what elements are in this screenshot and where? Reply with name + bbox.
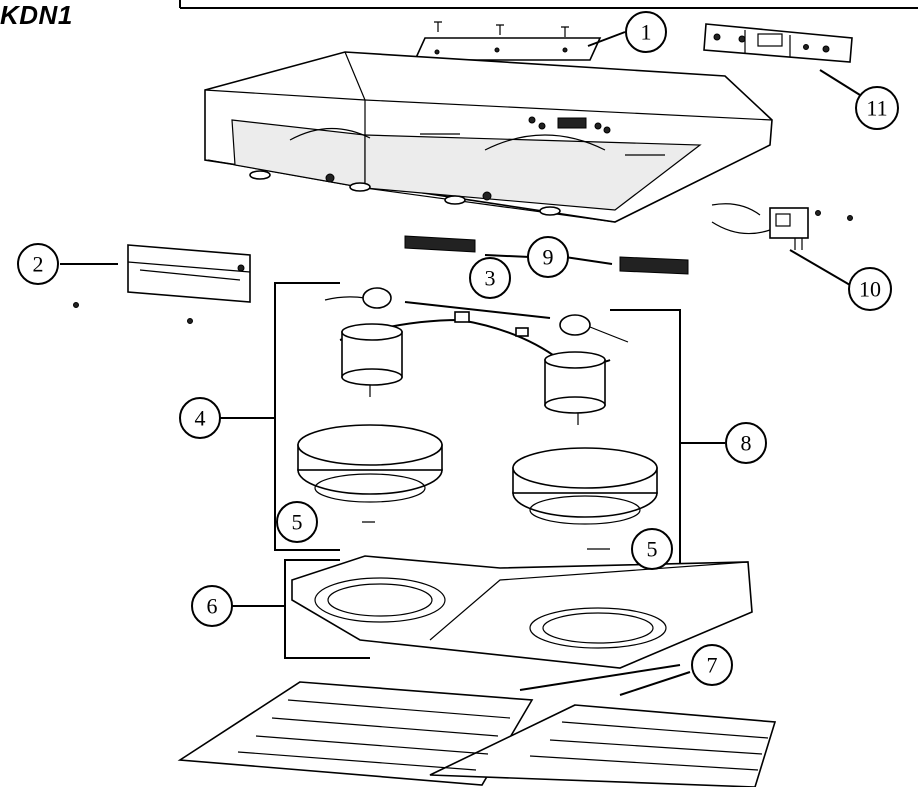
screws [434, 21, 569, 37]
svg-text:9: 9 [543, 245, 554, 270]
svg-text:2: 2 [33, 252, 44, 277]
svg-text:5: 5 [647, 537, 658, 562]
bracket-group-4 [274, 282, 340, 551]
part-blower-plate [291, 555, 753, 669]
callout-7: 7 [691, 644, 733, 686]
svg-text:6: 6 [207, 594, 218, 619]
svg-text:7: 7 [707, 653, 718, 678]
callout-4: 4 [179, 397, 221, 439]
callout-10: 10 [848, 267, 892, 311]
part-mounting-plate [413, 21, 602, 61]
model-code: KDN1 [0, 0, 73, 30]
svg-text:8: 8 [741, 431, 752, 456]
part-range-hood-body [204, 51, 773, 223]
part-control-panel [703, 23, 853, 63]
callout-5b: 5 [631, 528, 673, 570]
svg-text:5: 5 [292, 510, 303, 535]
part-junction-box [711, 203, 853, 250]
part-duct-box [73, 244, 251, 324]
leader-lines [60, 31, 861, 696]
callout-11: 11 [855, 86, 899, 130]
callout-1: 1 [625, 11, 667, 53]
callout-6: 6 [191, 585, 233, 627]
svg-text:1: 1 [641, 20, 652, 45]
bracket-group-6 [284, 559, 370, 659]
callout-5a: 5 [276, 501, 318, 543]
svg-text:3: 3 [485, 266, 496, 291]
callout-8: 8 [725, 422, 767, 464]
part-light-modules [404, 235, 689, 275]
svg-text:4: 4 [195, 406, 206, 431]
svg-text:10: 10 [859, 277, 881, 302]
part-grease-filters [177, 681, 777, 787]
part-blower-wheels [297, 424, 658, 525]
part-motors [341, 323, 606, 425]
svg-text:11: 11 [866, 96, 887, 121]
callout-3: 3 [469, 257, 511, 299]
callout-2: 2 [17, 243, 59, 285]
callout-9: 9 [527, 236, 569, 278]
